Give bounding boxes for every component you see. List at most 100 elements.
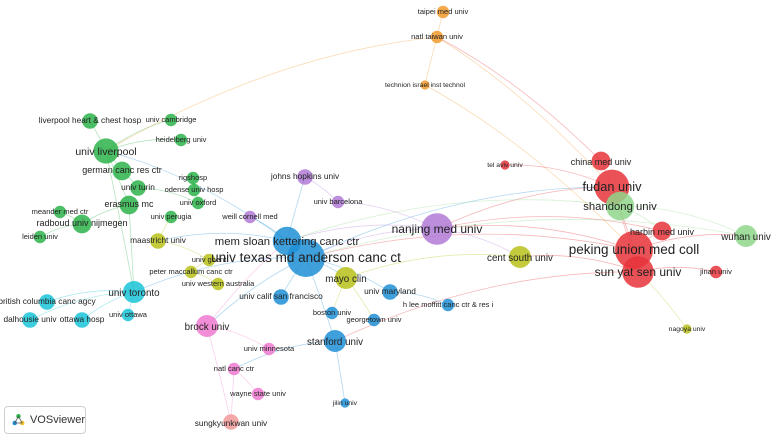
node-mayo-clin[interactable] [335, 267, 357, 289]
node-dalhousie-univ[interactable] [22, 312, 38, 328]
link-technion-israel-inst-technol--peking-union-med-coll [424, 84, 635, 251]
label-radboud-univ-nijmegen: radboud univ nijmegen [36, 218, 127, 228]
link-univ-liverpool--univ-toronto [105, 150, 135, 293]
node-jilin-univ[interactable] [340, 398, 350, 408]
node-natl-canc-ctr[interactable] [227, 362, 241, 376]
node-leiden-univ[interactable] [33, 230, 47, 244]
label-univ-calif-san-francisco: univ calif san francisco [239, 291, 323, 301]
label-german-canc-res-ctr: german canc res ctr [82, 165, 162, 175]
node-technion-israel-inst-technol[interactable] [420, 80, 430, 90]
node-h-lee-moffitt-canc-ctr-res-i[interactable] [441, 298, 455, 312]
label-fudan-univ: fudan univ [582, 179, 642, 194]
node-tel-aviv-univ[interactable] [500, 160, 510, 170]
node-natl-taiwan-univ[interactable] [430, 30, 444, 44]
node-sun-yat-sen-univ[interactable] [622, 256, 654, 288]
link-peking-union-med-coll--univ-texas-md-anderson-canc-ct [305, 233, 635, 259]
node-british-columbia-canc-agcy[interactable] [39, 294, 55, 310]
node-univ-perugia[interactable] [164, 210, 178, 224]
vosviewer-badge: VOSviewer [4, 406, 86, 434]
node-wuhan-univ[interactable] [735, 225, 757, 247]
label-liverpool-heart-chest-hosp: liverpool heart & chest hosp [39, 115, 142, 125]
node-sungkyunkwan-univ[interactable] [223, 414, 239, 430]
label-univ-minnesota: univ minnesota [244, 344, 295, 353]
node-univ-liverpool[interactable] [93, 138, 119, 164]
label-weill-cornell-med: weill cornell med [221, 212, 277, 221]
node-shandong-univ[interactable] [605, 191, 635, 221]
node-boston-univ[interactable] [325, 306, 339, 320]
link-univ-texas-md-anderson-canc-ct--univ-toronto [133, 257, 307, 293]
network-links [29, 11, 747, 423]
node-erasmus-mc[interactable] [119, 195, 139, 215]
label-wayne-state-univ: wayne state univ [229, 389, 286, 398]
link-harbin-med-univ--nanjing-med-univ [436, 216, 663, 232]
node-odense-univ-hosp[interactable] [187, 183, 201, 197]
link-brock-univ--sungkyunkwan-univ [206, 325, 232, 423]
label-h-lee-moffitt-canc-ctr-res-i: h lee moffitt canc ctr & res i [403, 300, 494, 309]
label-technion-israel-inst-technol: technion israel inst technol [385, 82, 466, 89]
node-weill-cornell-med[interactable] [243, 210, 257, 224]
node-univ-ghent[interactable] [202, 253, 216, 267]
label-univ-texas-md-anderson-canc-ct: univ texas md anderson canc ct [211, 250, 401, 265]
link-natl-taiwan-univ--fudan-univ [436, 36, 613, 188]
label-natl-canc-ctr: natl canc ctr [214, 364, 255, 373]
label-brock-univ: brock univ [185, 322, 230, 333]
node-univ-western-australia[interactable] [211, 277, 225, 291]
node-univ-calif-san-francisco[interactable] [273, 289, 289, 305]
node-wayne-state-univ[interactable] [251, 387, 265, 401]
node-harbin-med-univ[interactable] [652, 221, 672, 241]
label-jinan-univ: jinan univ [699, 267, 732, 276]
label-odense-univ-hosp: odense univ hosp [165, 185, 224, 194]
node-china-med-univ[interactable] [591, 151, 611, 171]
label-maastricht-univ: maastricht univ [130, 235, 187, 245]
node-peter-maccallum-canc-ctr[interactable] [184, 265, 198, 279]
node-brock-univ[interactable] [196, 315, 218, 337]
node-univ-toronto[interactable] [123, 281, 145, 303]
link-cent-south-univ--mayo-clin [345, 254, 521, 279]
label-taipei-med-univ: taipei med univ [418, 7, 469, 16]
node-heidelberg-univ[interactable] [174, 133, 188, 147]
node-rigshosp[interactable] [186, 171, 200, 185]
node-nanjing-med-univ[interactable] [421, 213, 453, 245]
node-georgetown-univ[interactable] [367, 313, 381, 327]
node-meander-med-ctr[interactable] [53, 205, 67, 219]
node-ottawa-hosp[interactable] [74, 312, 90, 328]
node-radboud-univ-nijmegen[interactable] [72, 214, 92, 234]
label-nanjing-med-univ: nanjing med univ [392, 222, 483, 236]
node-stanford-univ[interactable] [324, 330, 346, 352]
label-china-med-univ: china med univ [571, 157, 632, 167]
node-univ-oxford[interactable] [191, 196, 205, 210]
label-ottawa-hosp: ottawa hosp [60, 314, 105, 324]
node-univ-texas-md-anderson-canc-ct[interactable] [287, 239, 325, 277]
label-univ-oxford: univ oxford [180, 198, 217, 207]
label-univ-barcelona: univ barcelona [314, 197, 364, 206]
label-shandong-univ: shandong univ [583, 201, 657, 213]
link-mem-sloan-kettering-canc-ctr--maastricht-univ [157, 232, 288, 242]
node-univ-ottawa[interactable] [121, 308, 135, 322]
link-china-med-univ--natl-taiwan-univ [436, 36, 602, 162]
node-univ-maryland[interactable] [382, 284, 398, 300]
label-wuhan-univ: wuhan univ [720, 232, 771, 243]
node-jinan-univ[interactable] [709, 265, 723, 279]
link-univ-toronto--dalhousie-univ [29, 291, 135, 321]
label-peter-maccallum-canc-ctr: peter maccallum canc ctr [149, 267, 233, 276]
node-nagoya-univ[interactable] [682, 324, 692, 334]
node-cent-south-univ[interactable] [509, 246, 531, 268]
node-univ-barcelona[interactable] [331, 195, 345, 209]
label-univ-turin: univ turin [121, 182, 155, 192]
label-georgetown-univ: georgetown univ [346, 315, 401, 324]
node-johns-hopkins-univ[interactable] [297, 169, 313, 185]
node-taipei-med-univ[interactable] [436, 5, 450, 19]
node-univ-minnesota[interactable] [262, 342, 276, 356]
node-maastricht-univ[interactable] [150, 233, 166, 249]
label-natl-taiwan-univ: natl taiwan univ [411, 32, 463, 41]
label-stanford-univ: stanford univ [307, 337, 363, 348]
brand-name: VOSviewer [29, 414, 85, 426]
node-german-canc-res-ctr[interactable] [112, 161, 132, 181]
label-erasmus-mc: erasmus mc [104, 199, 154, 209]
node-liverpool-heart-chest-hosp[interactable] [82, 113, 98, 129]
link-univ-texas-md-anderson-canc-ct--fudan-univ [305, 186, 613, 259]
node-univ-cambridge[interactable] [164, 113, 178, 127]
node-univ-turin[interactable] [130, 180, 146, 196]
